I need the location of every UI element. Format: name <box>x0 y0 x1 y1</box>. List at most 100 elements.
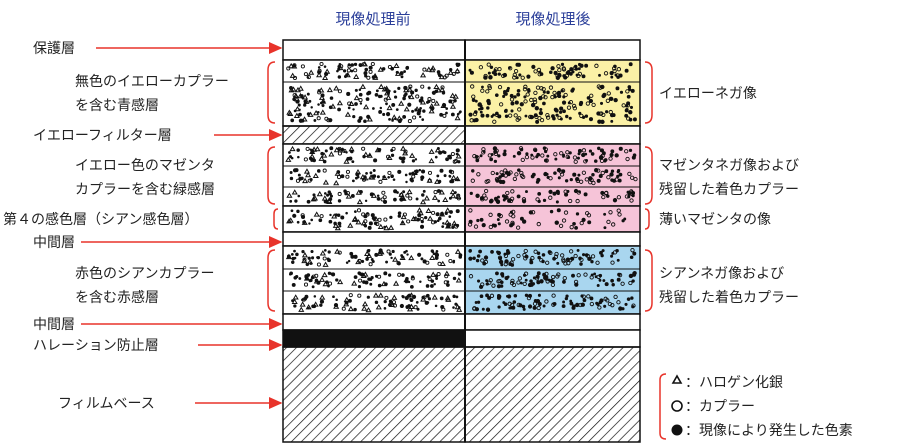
coupler-particle <box>545 115 551 120</box>
dye-particle <box>613 64 617 69</box>
dye-particle <box>613 97 618 103</box>
dye-particle <box>316 256 321 260</box>
label-thin-magenta: 薄いマゼンタの像 <box>659 212 771 228</box>
dye-particle <box>406 253 409 256</box>
label-yellow-filter: イエローフィルター層 <box>33 128 172 144</box>
dye-particle <box>598 278 602 282</box>
coupler-particle <box>608 156 613 161</box>
dye-particle <box>401 159 405 164</box>
coupler-particle <box>616 195 622 200</box>
dye-particle <box>549 209 554 214</box>
dye-particle <box>524 293 529 297</box>
coupler-particle <box>586 294 591 299</box>
dye-particle <box>602 279 606 282</box>
dye-particle <box>326 193 330 197</box>
dye-particle <box>391 249 395 254</box>
dye-particle <box>295 274 299 279</box>
dye-particle <box>411 275 415 279</box>
dye-particle <box>360 259 365 264</box>
dye-particle <box>529 260 534 265</box>
dye-particle <box>596 283 600 287</box>
dye-particle <box>357 285 362 289</box>
dye-particle <box>353 62 358 67</box>
dye-particle <box>430 284 434 288</box>
dye-particle <box>506 86 510 90</box>
silver-halide-particle <box>302 94 309 100</box>
dye-particle <box>627 85 632 89</box>
dye-particle <box>366 91 370 96</box>
dye-particle <box>551 279 555 284</box>
dye-particle <box>350 194 355 198</box>
dye-particle <box>575 73 579 77</box>
dye-particle <box>457 160 461 164</box>
silver-halide-particle <box>359 83 366 89</box>
bracket-blue-layer <box>267 61 276 124</box>
coupler-particle <box>475 155 480 160</box>
dye-particle <box>531 172 536 177</box>
dye-particle <box>362 154 366 159</box>
label-magenta-2: 残留した着色カプラー <box>659 181 799 198</box>
coupler-particle <box>533 249 538 254</box>
dye-particle <box>608 96 613 101</box>
dye-particle <box>377 94 382 99</box>
dye-particle <box>297 173 301 177</box>
dye-particle <box>611 283 615 287</box>
silver-halide-particle <box>402 150 409 156</box>
dye-particle <box>308 99 312 103</box>
silver-halide-particle <box>326 198 333 204</box>
dye-particle <box>631 193 635 198</box>
silver-halide-particle <box>420 198 427 205</box>
silver-halide-particle <box>449 188 456 195</box>
dye-particle <box>545 172 549 176</box>
dye-particle <box>385 112 391 117</box>
silver-halide-particle <box>454 67 461 74</box>
dye-particle <box>347 259 351 263</box>
dye-particle <box>427 297 432 301</box>
silver-halide-particle <box>428 108 435 114</box>
dye-particle <box>345 73 349 77</box>
silver-halide-particle <box>439 260 446 267</box>
dye-particle <box>353 210 357 214</box>
coupler-particle <box>516 280 521 285</box>
bracket-magenta-image <box>644 146 653 205</box>
coupler-particle <box>516 302 521 308</box>
dye-particle <box>497 222 501 226</box>
dye-particle <box>369 192 374 197</box>
dye-particle <box>497 305 501 309</box>
silver-halide-particle <box>449 92 456 98</box>
coupler-particle <box>510 220 515 226</box>
dye-particle <box>516 150 522 156</box>
dye-particle <box>439 296 444 301</box>
coupler-particle <box>557 68 562 73</box>
dye-particle <box>390 66 395 71</box>
silver-halide-particle <box>378 83 385 89</box>
coupler-particle <box>520 157 525 163</box>
dye-particle <box>511 305 516 310</box>
silver-halide-particle <box>322 261 329 267</box>
dye-particle <box>522 273 527 277</box>
dye-particle <box>468 112 473 117</box>
dye-particle <box>575 302 580 308</box>
coupler-particle <box>573 253 578 259</box>
coupler-particle <box>529 97 534 103</box>
dye-particle <box>340 215 345 220</box>
coupler-particle <box>633 177 638 182</box>
coupler-particle <box>560 253 565 258</box>
label-film-base: フィルムベース <box>58 396 155 412</box>
dye-particle <box>327 258 331 263</box>
dye-particle <box>317 70 322 75</box>
dye-particle <box>351 179 355 183</box>
dye-particle <box>418 115 422 119</box>
dye-particle <box>328 105 333 110</box>
dye-particle <box>358 88 362 92</box>
coupler-particle <box>539 86 544 91</box>
silver-halide-particle <box>311 195 319 201</box>
dye-particle <box>435 277 439 281</box>
coupler-particle <box>415 94 420 99</box>
dye-particle <box>411 109 415 113</box>
dye-particle <box>397 86 401 90</box>
silver-halide-particle <box>351 280 358 286</box>
coupler-particle <box>470 178 475 183</box>
dye-particle <box>603 304 607 308</box>
dye-particle <box>408 95 411 99</box>
